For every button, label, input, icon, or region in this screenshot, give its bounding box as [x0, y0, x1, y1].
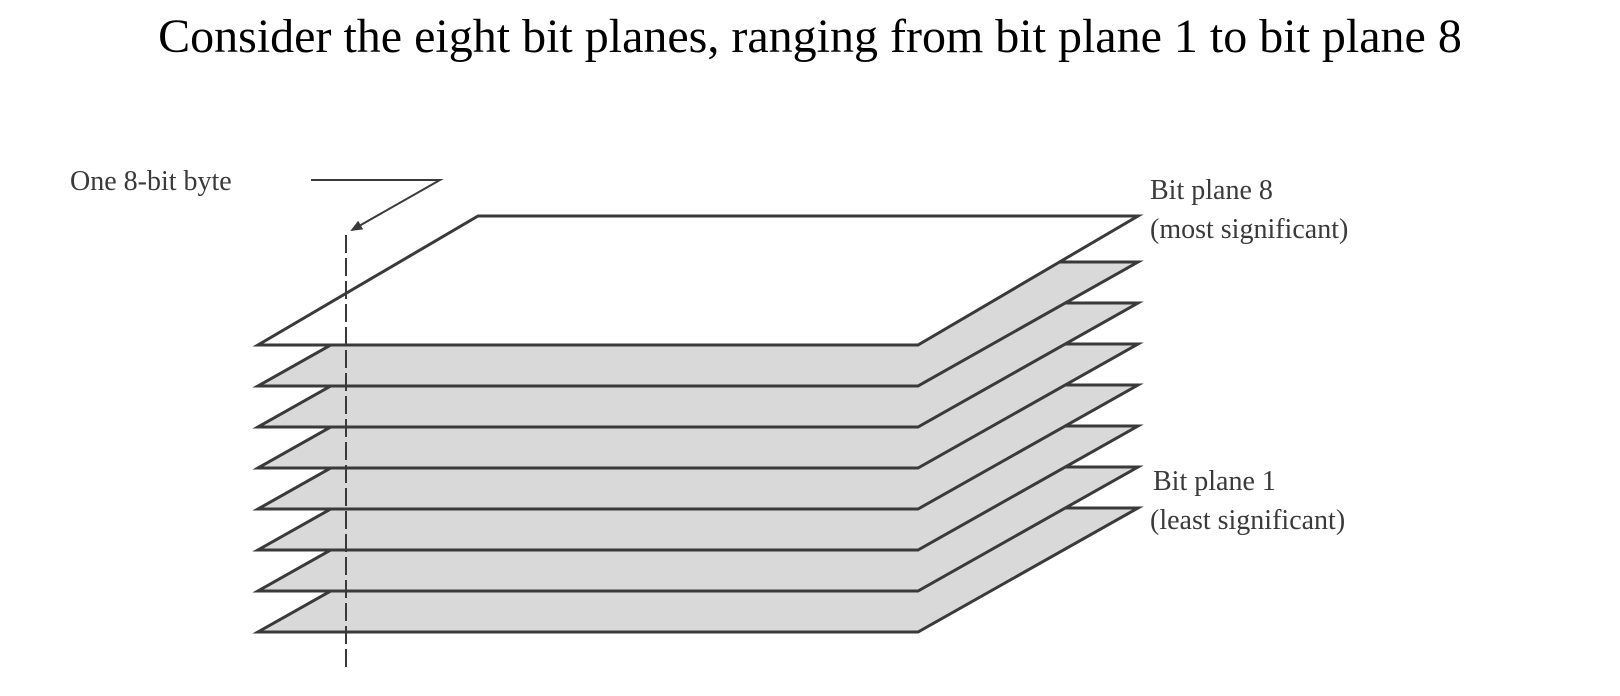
byte-label: One 8-bit byte: [70, 166, 232, 197]
bottom-plane-title: Bit plane 1: [1153, 466, 1276, 497]
question-text: Consider the eight bit planes, ranging f…: [158, 10, 1462, 63]
bit-plane-8: [252, 214, 1144, 347]
byte-leader-line: [311, 179, 444, 231]
top-plane-note: (most significant): [1150, 214, 1348, 245]
bottom-plane-note: (least significant): [1150, 505, 1345, 536]
top-plane-title: Bit plane 8: [1150, 175, 1273, 206]
